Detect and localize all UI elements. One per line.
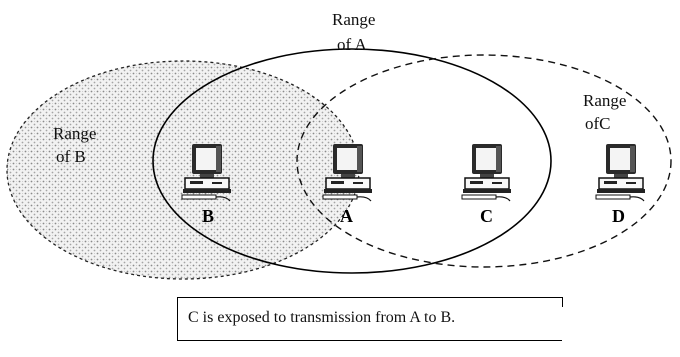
- range-c-region: [296, 54, 672, 268]
- caption-box: C is exposed to transmission from A to B…: [177, 297, 563, 341]
- node-label-c: C: [480, 206, 493, 226]
- range-a-label-line1: Range: [332, 10, 375, 29]
- node-label-b: B: [202, 206, 214, 226]
- node-label-d: D: [612, 206, 625, 226]
- range-c-label-line2: ofC: [585, 114, 611, 133]
- computer-d-icon: [595, 143, 646, 202]
- caption-box-edge: [562, 297, 563, 307]
- range-b-label-line2: of B: [56, 147, 86, 166]
- node-label-a: A: [340, 206, 353, 226]
- caption-text: C is exposed to transmission from A to B…: [188, 309, 456, 326]
- range-b-region: [6, 60, 360, 280]
- range-b-label-line1: Range: [53, 124, 96, 143]
- range-a-label-line2: of A: [337, 35, 367, 54]
- computer-c-icon: [461, 143, 512, 202]
- range-a-region: [152, 48, 552, 274]
- range-c-label-line1: Range: [583, 91, 626, 110]
